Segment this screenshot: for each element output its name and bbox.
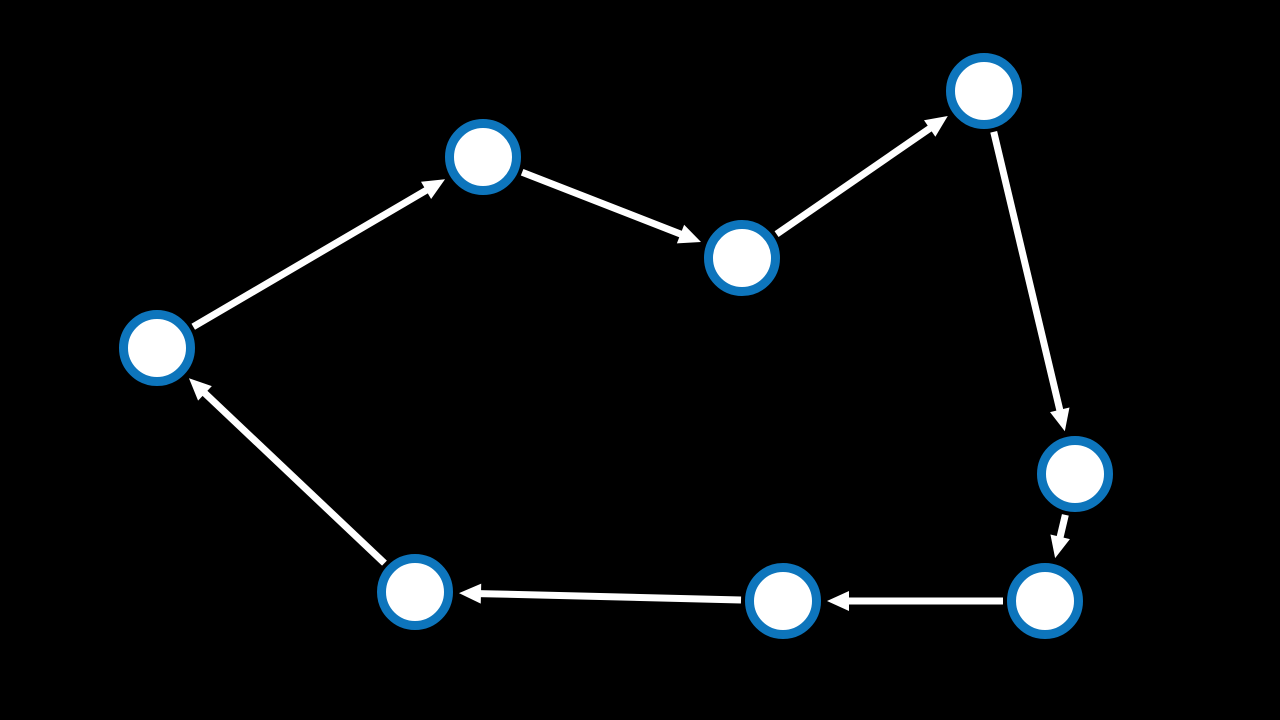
- graph-node[interactable]: [1007, 563, 1083, 639]
- edge-line: [478, 590, 742, 604]
- node-circle: [445, 119, 521, 195]
- graph-node[interactable]: [119, 310, 195, 386]
- graph-node[interactable]: [946, 53, 1022, 129]
- edge-line: [990, 131, 1064, 413]
- edge-arrowhead-icon: [420, 179, 446, 199]
- node-circle: [1007, 563, 1083, 639]
- node-circle: [377, 554, 453, 630]
- edge-arrowhead-icon: [188, 378, 212, 401]
- edge-line: [520, 168, 684, 239]
- edge-arrowhead-icon: [1050, 534, 1070, 559]
- graph-edge[interactable]: [520, 168, 702, 244]
- edge-line: [191, 186, 430, 330]
- graph-edge[interactable]: [191, 179, 446, 330]
- graph-node[interactable]: [377, 554, 453, 630]
- graph-node[interactable]: [1037, 436, 1113, 512]
- edge-arrowhead-icon: [676, 224, 702, 244]
- edge-arrowhead-icon: [827, 591, 849, 611]
- edge-layer: [188, 115, 1070, 611]
- edge-line: [774, 124, 934, 238]
- graph-edge[interactable]: [827, 591, 1003, 611]
- node-circle: [745, 563, 821, 639]
- graph-edge[interactable]: [458, 583, 742, 604]
- node-layer: [119, 53, 1113, 639]
- graph-edge[interactable]: [990, 131, 1070, 432]
- edge-line: [1056, 514, 1069, 540]
- graph-edge[interactable]: [188, 378, 387, 566]
- node-circle: [119, 310, 195, 386]
- edge-arrowhead-icon: [923, 115, 948, 137]
- node-circle: [704, 220, 780, 296]
- edge-line: [201, 389, 387, 566]
- graph-edge[interactable]: [1050, 514, 1070, 559]
- graph-edge[interactable]: [774, 115, 948, 238]
- graph-node[interactable]: [745, 563, 821, 639]
- graph-node[interactable]: [445, 119, 521, 195]
- node-circle: [946, 53, 1022, 129]
- node-circle: [1037, 436, 1113, 512]
- edge-arrowhead-icon: [1050, 407, 1070, 432]
- edge-arrowhead-icon: [458, 583, 482, 604]
- graph-node[interactable]: [704, 220, 780, 296]
